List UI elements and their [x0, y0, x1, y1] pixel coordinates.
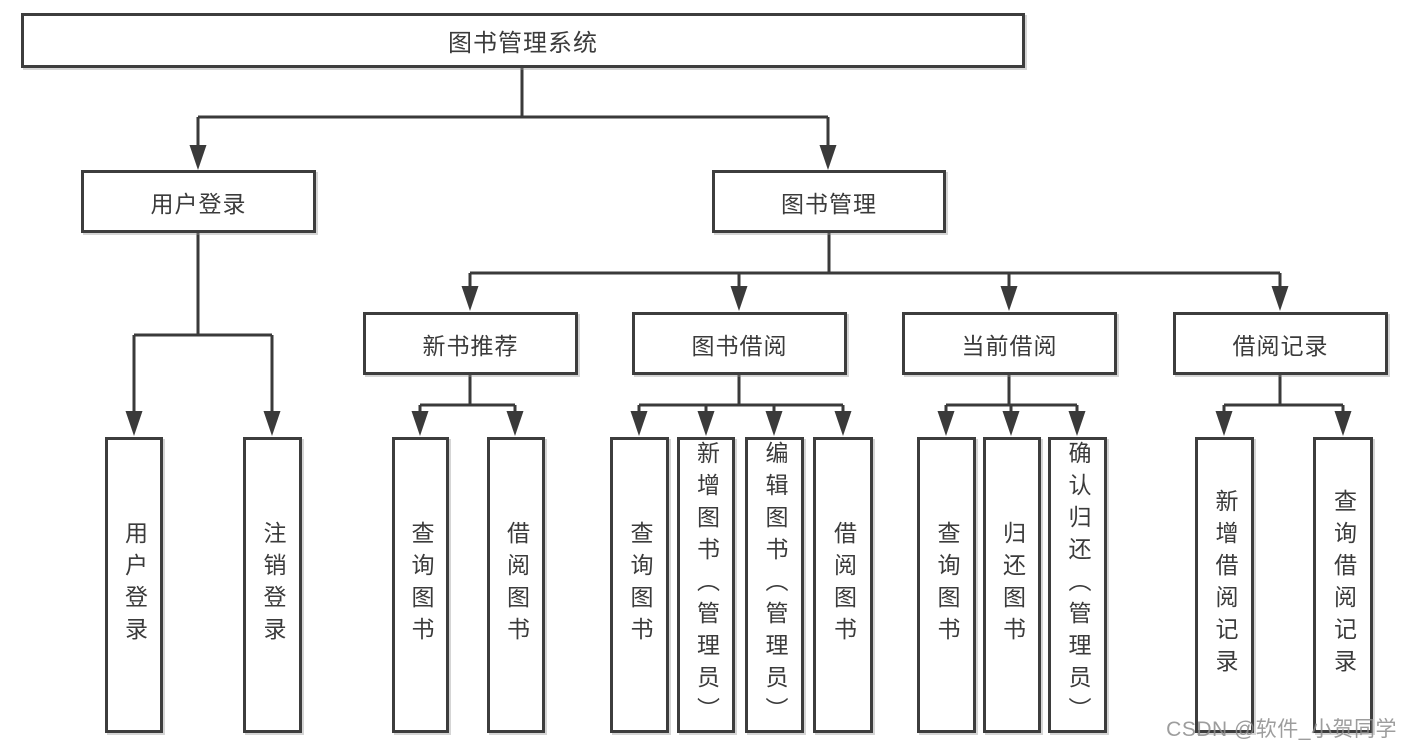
arrow-down-icon	[263, 411, 281, 436]
arrow-down-icon	[1002, 411, 1020, 436]
node-user-login: 用户登录	[81, 170, 316, 233]
node-borrow-records: 借阅记录	[1173, 312, 1388, 375]
node-label: 用户登录	[150, 190, 247, 217]
connector-path	[637, 375, 845, 413]
arrow-down-icon	[630, 411, 648, 436]
node-label: 图书借阅	[691, 332, 788, 359]
leaf-label: 归还图书	[999, 521, 1026, 649]
leaf-label: 借阅图书	[503, 521, 530, 649]
leaf-current-confirm-return-admin: 确认归还（管理员）	[1048, 437, 1107, 733]
node-current-borrow: 当前借阅	[902, 312, 1117, 375]
connector-path	[944, 375, 1079, 413]
connector-path	[418, 375, 517, 413]
node-label: 借阅记录	[1232, 332, 1329, 359]
node-label: 图书管理	[781, 190, 877, 217]
leaf-label: 用户登录	[121, 521, 148, 649]
node-label: 新书推荐	[422, 332, 519, 359]
leaf-label: 查询借阅记录	[1330, 489, 1357, 681]
leaf-borrow-borrow-books: 借阅图书	[813, 437, 873, 733]
leaf-recommend-query-books: 查询图书	[392, 437, 449, 733]
leaf-recommend-borrow-books: 借阅图书	[487, 437, 545, 733]
leaf-logout-login: 注销登录	[243, 437, 302, 733]
arrow-down-icon	[506, 411, 524, 436]
node-book-management: 图书管理	[712, 170, 946, 233]
csdn-watermark: CSDN @软件_小贺同学	[1166, 718, 1397, 741]
leaf-user-login: 用户登录	[105, 437, 163, 733]
leaf-label: 新增借阅记录	[1212, 489, 1238, 681]
leaf-label: 新增图书（管理员）	[693, 441, 720, 729]
connector-path	[468, 233, 1282, 288]
arrow-down-icon	[411, 411, 429, 436]
node-book-borrow: 图书借阅	[632, 312, 847, 375]
leaf-records-add-record: 新增借阅记录	[1195, 437, 1254, 733]
leaf-records-query-record: 查询借阅记录	[1313, 437, 1373, 733]
arrow-down-icon	[189, 145, 207, 170]
arrow-down-icon	[1215, 411, 1233, 436]
leaf-label: 编辑图书（管理员）	[762, 441, 788, 729]
arrow-down-icon	[461, 286, 479, 311]
arrow-down-icon	[730, 286, 748, 311]
leaf-label: 查询图书	[934, 521, 960, 649]
arrow-down-icon	[697, 411, 715, 436]
connector-path	[132, 233, 274, 413]
leaf-current-return-books: 归还图书	[983, 437, 1041, 733]
leaf-borrow-query-books: 查询图书	[610, 437, 669, 733]
leaf-label: 查询图书	[627, 521, 653, 649]
leaf-label: 确认归还（管理员）	[1065, 441, 1091, 729]
leaf-label: 查询图书	[408, 521, 434, 649]
leaf-borrow-add-books-admin: 新增图书（管理员）	[677, 437, 735, 733]
connector-path	[1222, 375, 1345, 413]
arrow-down-icon	[1000, 286, 1018, 311]
arrow-down-icon	[765, 411, 783, 436]
connector-path	[196, 68, 830, 146]
leaf-borrow-edit-books-admin: 编辑图书（管理员）	[745, 437, 804, 733]
arrow-down-icon	[1271, 286, 1289, 311]
leaf-current-query-books: 查询图书	[917, 437, 976, 733]
arrow-down-icon	[125, 411, 143, 436]
arrow-down-icon	[1334, 411, 1352, 436]
leaf-label: 借阅图书	[830, 521, 857, 649]
arrow-down-icon	[819, 145, 837, 170]
node-new-book-recommend: 新书推荐	[363, 312, 578, 375]
arrow-down-icon	[937, 411, 955, 436]
leaf-label: 注销登录	[260, 521, 286, 649]
node-label: 当前借阅	[961, 332, 1058, 359]
arrow-down-icon	[1068, 411, 1086, 436]
node-library-system: 图书管理系统	[21, 13, 1025, 68]
node-label: 图书管理系统	[448, 30, 598, 57]
arrow-down-icon	[834, 411, 852, 436]
